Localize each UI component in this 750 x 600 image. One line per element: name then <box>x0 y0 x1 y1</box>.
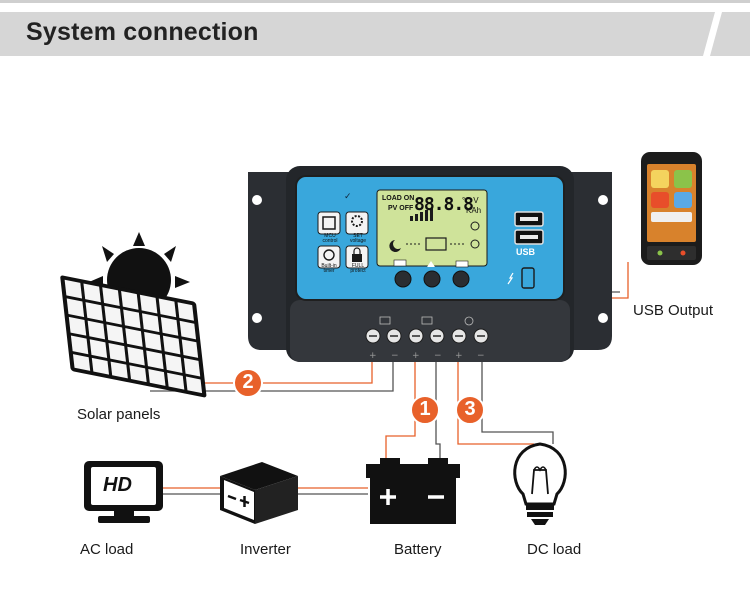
lcd-unit-bottom: KAh <box>466 206 482 215</box>
down-button <box>452 270 470 288</box>
dc-load-label: DC load <box>527 541 582 558</box>
hd-text: HD <box>103 474 132 496</box>
up-button <box>423 270 441 288</box>
svg-text:+: + <box>412 351 420 361</box>
svg-text:−: − <box>477 351 485 361</box>
inverter-label: Inverter <box>240 541 291 558</box>
hd-monitor-icon <box>84 461 163 523</box>
lcd-load-on: LOAD ON <box>382 195 415 202</box>
protect-label: FULL protect <box>350 263 366 274</box>
ac-load-label: AC load <box>80 541 134 558</box>
battery-wire-orange <box>385 358 416 466</box>
battery-label: Battery <box>394 541 442 558</box>
solar-panel-icon <box>60 275 207 398</box>
svg-text:−: − <box>434 351 442 361</box>
timer-label: Built-in timer <box>321 263 337 274</box>
step-badge-2 <box>233 368 263 398</box>
dcload-wire-orange <box>457 358 534 445</box>
lcd-digits: 88.8.8 <box>414 194 474 215</box>
solar-panels-label: Solar panels <box>77 406 161 423</box>
dcload-wire-gray <box>481 358 554 444</box>
step-number-3: 3 <box>464 398 476 420</box>
usb-panel-label: USB <box>516 247 536 257</box>
light-bulb-icon <box>513 442 567 525</box>
svg-text:+: + <box>369 351 377 361</box>
battery-icon <box>366 458 460 524</box>
solar-wire-orange <box>150 358 373 384</box>
step-badge-1 <box>410 395 440 425</box>
lcd-pv-off: PV OFF <box>388 205 414 212</box>
svg-text:+: + <box>455 351 463 361</box>
svg-text:−: − <box>391 351 399 361</box>
solar-wire-gray <box>150 358 394 392</box>
step-number-2: 2 <box>242 371 254 393</box>
page-title: System connection <box>26 18 259 46</box>
step-badge-3 <box>455 395 485 425</box>
step-number-1: 1 <box>419 398 431 420</box>
header-background <box>0 0 750 56</box>
menu-button <box>394 270 412 288</box>
inverter-icon <box>220 462 298 524</box>
usb-output-label: USB Output <box>633 302 714 319</box>
charge-controller: ✓ <box>248 166 612 362</box>
svg-text:✓: ✓ <box>344 192 352 202</box>
lcd-unit-top: °C V <box>462 196 479 205</box>
smartphone-icon <box>641 152 702 265</box>
mcu-control-label: MCU control <box>322 233 338 244</box>
header-banner: System connection <box>0 0 750 62</box>
set-voltage-label: SET voltage <box>349 233 367 244</box>
